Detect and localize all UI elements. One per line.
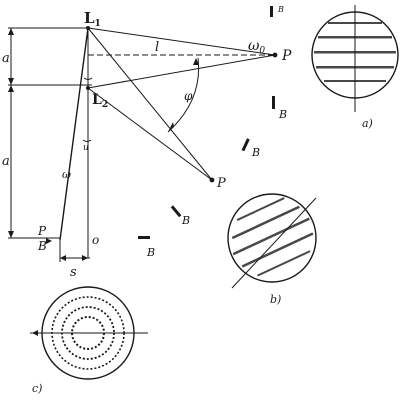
b-mark-top-bar bbox=[270, 6, 273, 17]
b-mark-2-bar bbox=[241, 138, 250, 152]
label-o: o bbox=[92, 233, 99, 247]
caption-c: c) bbox=[32, 382, 42, 395]
panel-a-fringe-4 bbox=[316, 66, 394, 69]
panel-b-fringe-5 bbox=[257, 250, 311, 277]
label-P: P bbox=[281, 48, 292, 64]
panel-a-fringe-2 bbox=[318, 36, 392, 39]
label-u-small: u bbox=[83, 143, 89, 153]
phi-arrow-head-bottom bbox=[168, 122, 174, 132]
panel-c-axis-arrow bbox=[32, 330, 38, 336]
caption-a: a) bbox=[362, 117, 373, 130]
pb-arrow bbox=[46, 238, 52, 244]
phi-angle-arc bbox=[167, 57, 200, 133]
panel-c-ring-1 bbox=[51, 296, 125, 370]
panel-a-fringes bbox=[314, 22, 396, 82]
point-L2 bbox=[86, 86, 90, 90]
panel-b-fringe-3 bbox=[232, 217, 310, 256]
label-L1: L1 bbox=[84, 9, 101, 29]
s-arrow-right bbox=[82, 255, 88, 261]
interference-panel-c: c) bbox=[30, 286, 148, 395]
line-L2-P2 bbox=[87, 87, 213, 181]
angle-mark-low bbox=[82, 139, 92, 142]
angle-mark-top bbox=[83, 77, 93, 80]
label-L2: L2 bbox=[92, 92, 108, 110]
line-L2-P bbox=[87, 54, 276, 89]
point-P2 bbox=[209, 177, 215, 183]
label-B3: B bbox=[181, 214, 190, 227]
caption-b: b) bbox=[270, 293, 281, 306]
panel-b-fringes bbox=[231, 197, 314, 277]
slant-line-L1-PB bbox=[59, 27, 89, 241]
phi-arrow-head-top bbox=[193, 58, 199, 65]
panel-b-fringe-1 bbox=[236, 197, 285, 221]
line-L1-P bbox=[87, 27, 276, 56]
arrow-a-top-up bbox=[8, 28, 14, 35]
geometry-diagram: L1 L2 ω0 P P l φ a a s o ω u P B bbox=[2, 9, 292, 280]
panel-b-fringe-4 bbox=[241, 232, 314, 268]
panel-b-fringe-2 bbox=[231, 205, 300, 240]
panel-b-circle bbox=[227, 193, 317, 283]
label-omega-small: ω bbox=[62, 168, 71, 181]
panel-a-fringe-3 bbox=[314, 51, 396, 54]
label-B1: B bbox=[278, 108, 287, 121]
b-mark-1-bar bbox=[272, 96, 275, 109]
panel-c-rings bbox=[51, 296, 125, 370]
b-mark-4-bar bbox=[138, 236, 150, 239]
label-omega0: ω0 bbox=[248, 38, 265, 56]
label-B-top: B bbox=[277, 5, 284, 14]
label-a-bottom: a bbox=[2, 154, 10, 169]
point-P bbox=[272, 52, 278, 58]
interference-panel-a: a) bbox=[311, 5, 399, 130]
label-B4: B bbox=[146, 246, 155, 259]
panel-c-ring-2 bbox=[61, 306, 115, 360]
label-PB-B: B bbox=[37, 239, 47, 253]
s-arrow-left bbox=[60, 255, 66, 261]
panel-a-fringe-5 bbox=[324, 80, 386, 82]
label-PB-P: P bbox=[37, 224, 47, 238]
arrow-a-top-down bbox=[8, 78, 14, 85]
label-phi: φ bbox=[184, 89, 193, 103]
point-L1 bbox=[86, 26, 90, 30]
label-a-top: a bbox=[2, 51, 10, 66]
b-markers: B B B B B bbox=[138, 5, 287, 259]
line-L1-P2 bbox=[87, 27, 213, 181]
arrow-a-bottom-down bbox=[8, 231, 14, 238]
interference-panel-b: b) bbox=[227, 193, 317, 306]
label-B2: B bbox=[251, 146, 260, 159]
label-l: l bbox=[155, 40, 159, 55]
label-s: s bbox=[70, 265, 77, 280]
panel-c-ring-3 bbox=[71, 316, 105, 350]
panel-b-axis bbox=[231, 197, 317, 289]
arrow-a-bottom-up bbox=[8, 85, 14, 92]
label-P2: P bbox=[216, 176, 226, 191]
panel-a-fringe-1 bbox=[328, 22, 382, 24]
b-mark-3-bar bbox=[170, 205, 182, 218]
